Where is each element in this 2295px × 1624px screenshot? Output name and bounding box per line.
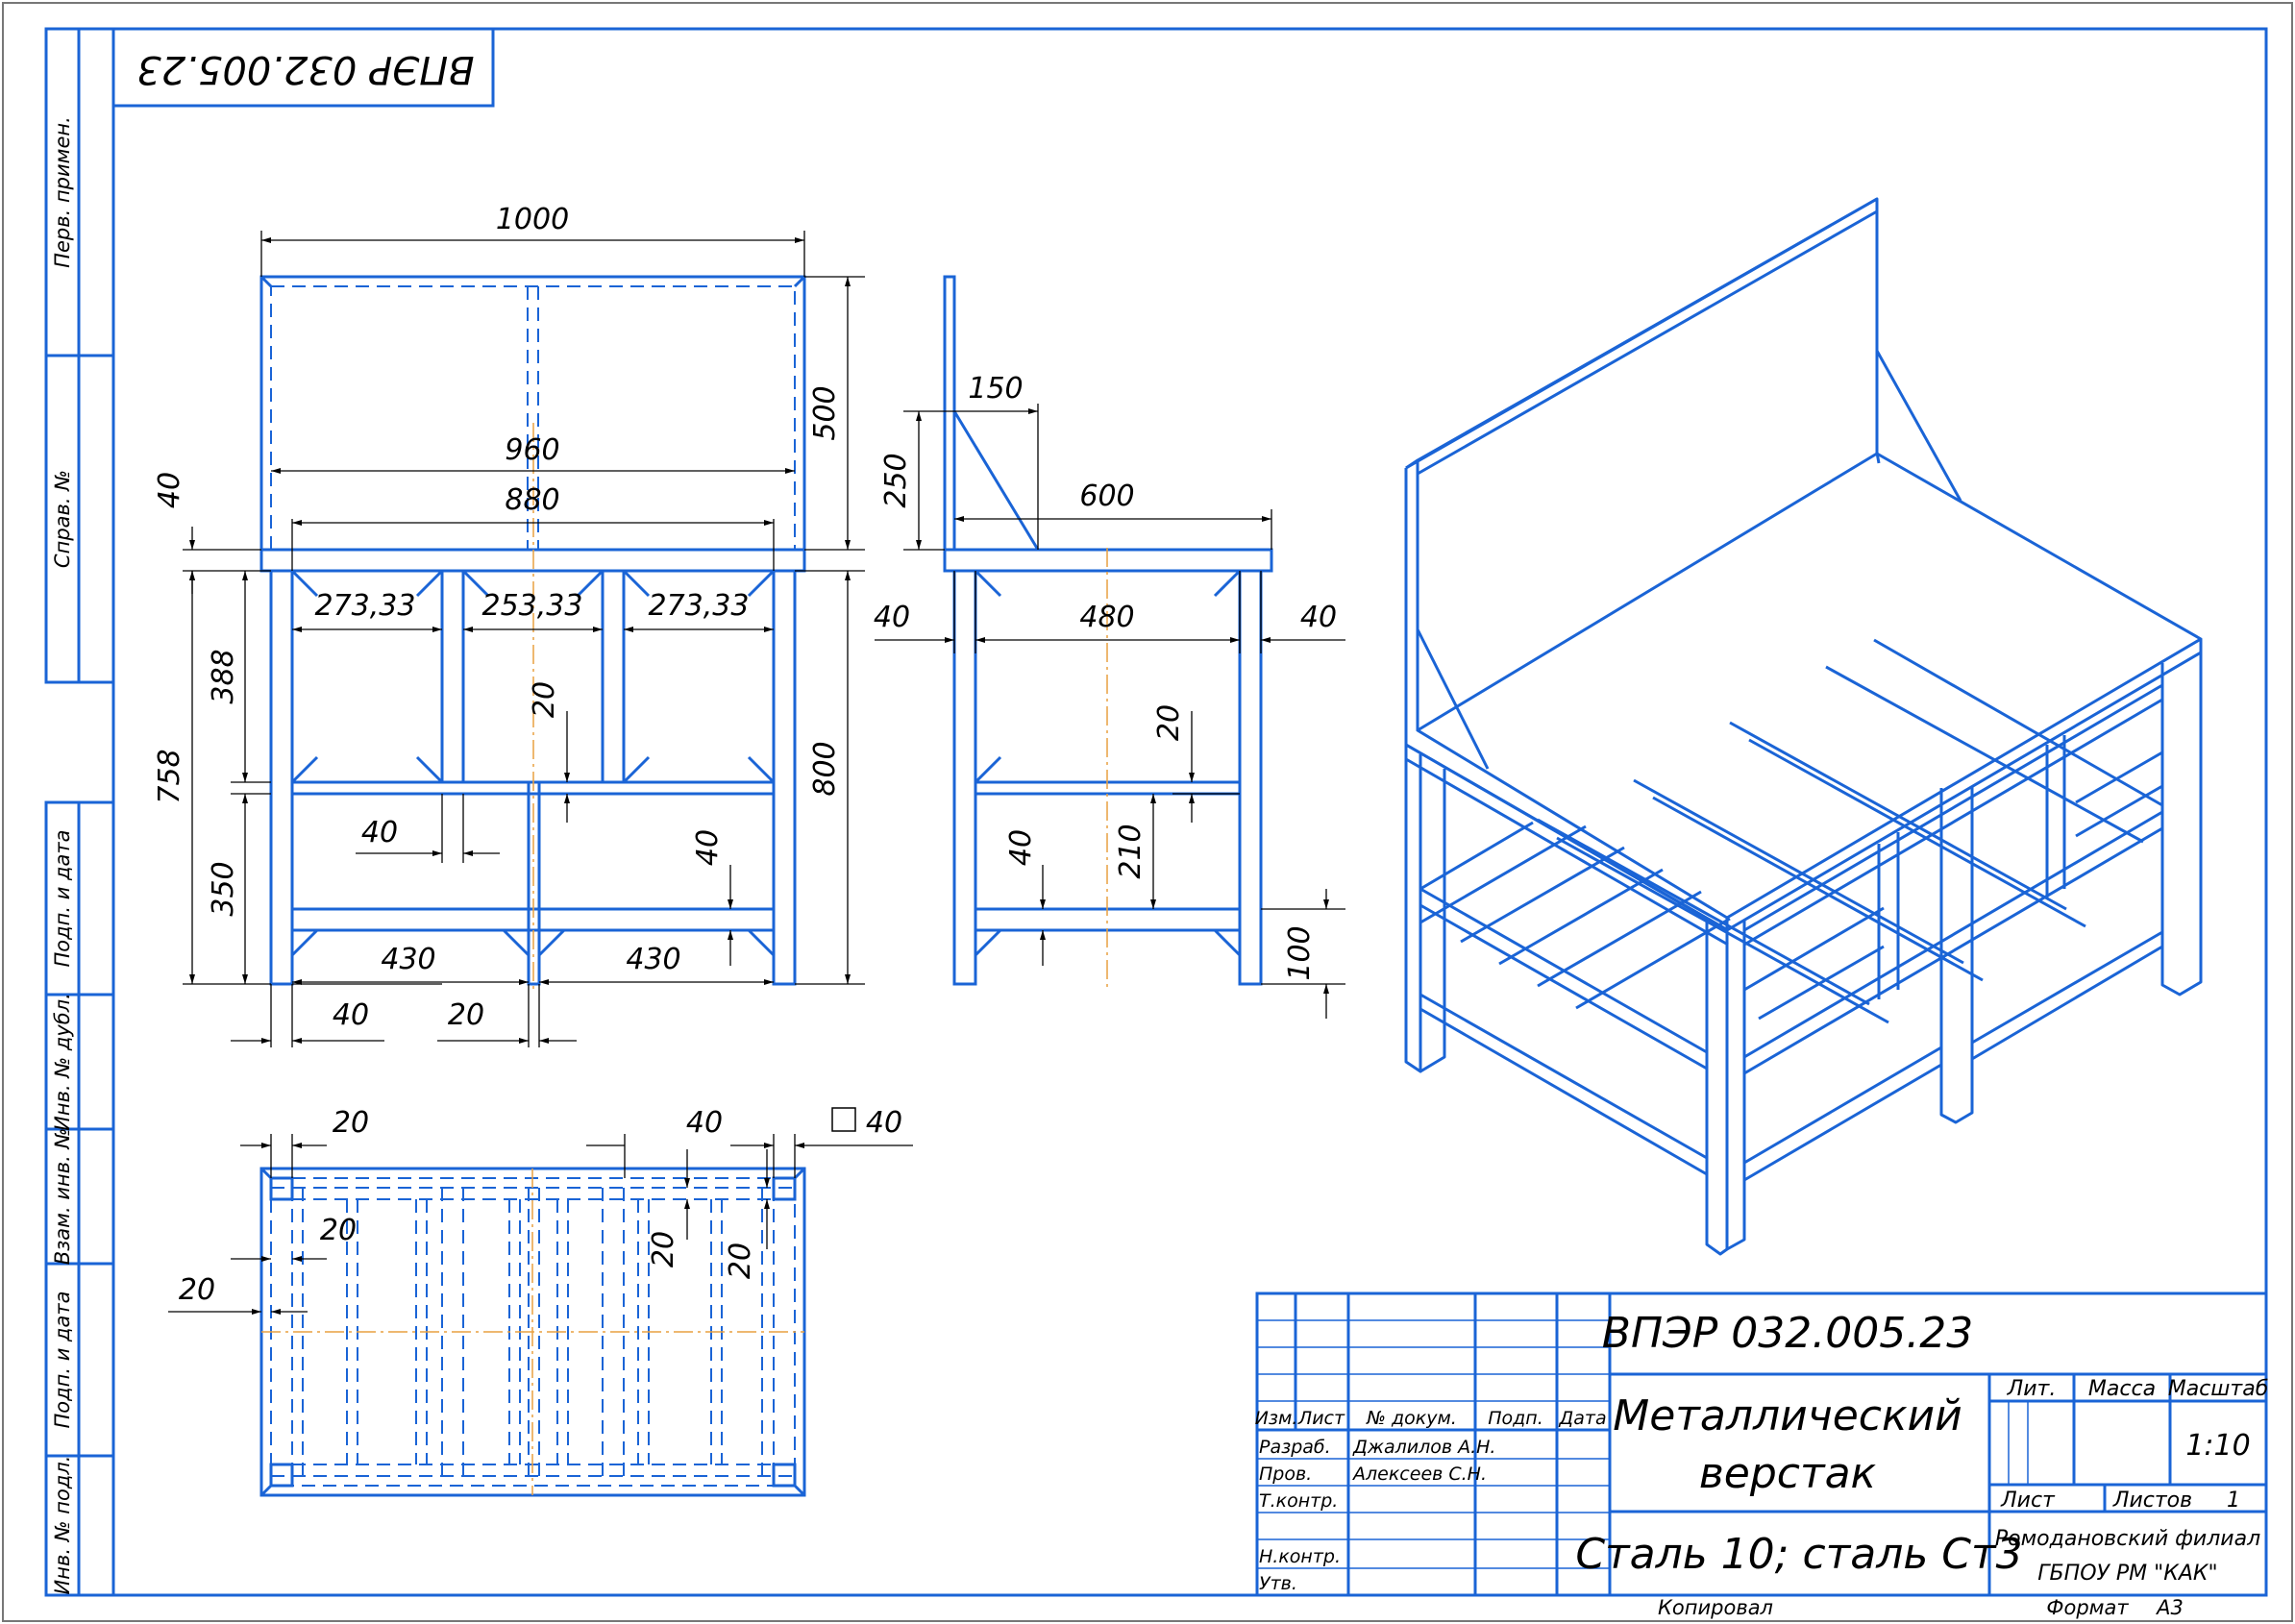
podp-data-label-1: Подп. и дата — [51, 829, 74, 967]
podp-data-label-2: Подп. и дата — [51, 1291, 74, 1428]
inv-podl-label: Инв. № подл. — [51, 1456, 74, 1595]
razrab-label: Разраб. — [1259, 1437, 1331, 1458]
dim-40-side-left: 40 — [874, 601, 910, 634]
designation-rotated-text: ВПЭР 032.005.23 — [136, 47, 474, 91]
front-view: 1000 500 960 880 40 273,33 253,33 273,33… — [153, 203, 865, 1047]
dim-480: 480 — [1079, 601, 1134, 634]
sprav-no-label: Справ. № — [51, 470, 74, 568]
title-name-line2: верстак — [1699, 1449, 1877, 1498]
dim-20-plan-left: 20 — [179, 1273, 215, 1307]
dim-388: 388 — [207, 649, 240, 703]
dim-20-bottom: 20 — [448, 998, 484, 1032]
dim-40-top: 40 — [153, 472, 186, 508]
prov-label: Пров. — [1259, 1464, 1312, 1485]
dim-150: 150 — [968, 372, 1023, 406]
izm-label: Изм. — [1255, 1408, 1298, 1429]
plan-view: 20 40 40 20 20 20 20 — [168, 1106, 913, 1497]
dim-40-bottom: 40 — [333, 998, 369, 1032]
dim-20-side: 20 — [1152, 704, 1186, 741]
dim-sq40: 40 — [866, 1106, 902, 1140]
margin-column: Перв. примен. Справ. № Подп. и дата Инв.… — [44, 27, 115, 1597]
utv-label: Утв. — [1259, 1573, 1297, 1594]
org-line2: ГБПОУ РМ "КАК" — [2037, 1562, 2217, 1586]
razrab-name: Джалилов А.Н. — [1352, 1437, 1495, 1458]
format-label: Формат — [2046, 1596, 2129, 1619]
title-material: Сталь 10; сталь Ст3 — [1575, 1530, 2022, 1579]
listov-value: 1 — [2227, 1489, 2240, 1513]
dim-500: 500 — [808, 385, 842, 440]
format-value: А3 — [2155, 1596, 2184, 1619]
dim-960: 960 — [505, 433, 559, 467]
dim-20-plan-a: 20 — [320, 1214, 357, 1247]
designation-box-rotated: ВПЭР 032.005.23 — [111, 27, 495, 108]
inv-dubl-label: Инв. № дубл. — [51, 993, 74, 1131]
dim-20-mid: 20 — [528, 681, 561, 718]
dim-430-left: 430 — [381, 943, 435, 976]
dim-253-mid: 253,33 — [482, 589, 583, 623]
nkontr-label: Н.контр. — [1259, 1546, 1341, 1567]
dim-430-right: 430 — [626, 943, 680, 976]
side-view: 150 250 600 40 480 40 20 40 210 100 — [874, 275, 1345, 1019]
prov-name: Алексеев С.Н. — [1351, 1464, 1487, 1485]
vzam-inv-label: Взам. инв. № — [51, 1128, 74, 1266]
listov-label: Листов — [2112, 1489, 2192, 1513]
dim-40-plan-top: 40 — [686, 1106, 723, 1140]
dim-40-right: 40 — [691, 829, 725, 866]
dim-40-side: 40 — [1004, 829, 1038, 866]
dim-880: 880 — [505, 483, 559, 517]
lit-label: Лит. — [2007, 1377, 2057, 1401]
dim-1000: 1000 — [496, 203, 569, 236]
perv-primen-label: Перв. примен. — [51, 116, 74, 268]
list-label: Лист — [2000, 1489, 2056, 1513]
title-name-line1: Металлический — [1613, 1391, 1962, 1440]
dim-40-side-right: 40 — [1300, 601, 1337, 634]
dim-40-mid: 40 — [361, 816, 398, 849]
dim-273-right: 273,33 — [649, 589, 750, 623]
data-label: Дата — [1558, 1408, 1606, 1429]
kopiroval-label: Копировал — [1658, 1596, 1773, 1619]
doc-no-label: № докум. — [1366, 1408, 1457, 1429]
dim-600: 600 — [1079, 480, 1134, 513]
dim-758: 758 — [153, 749, 186, 803]
dim-800: 800 — [808, 741, 842, 796]
scale-value: 1:10 — [2185, 1429, 2250, 1463]
isometric-view — [1404, 197, 2203, 1256]
dim-250: 250 — [879, 453, 913, 507]
title-block: ВПЭР 032.005.23 Металлический верстак Ст… — [1255, 1292, 2269, 1619]
dim-20-plan-c: 20 — [724, 1243, 757, 1279]
org-line1: Ромодановский филиал — [1995, 1527, 2260, 1551]
dim-100: 100 — [1283, 925, 1317, 980]
list-col-label: Лист — [1297, 1408, 1345, 1429]
dim-273-left: 273,33 — [315, 589, 416, 623]
dim-20-plan-b: 20 — [647, 1231, 680, 1267]
dim-20-plan-top: 20 — [333, 1106, 369, 1140]
podp-label: Подп. — [1488, 1408, 1543, 1429]
massa-label: Масса — [2088, 1377, 2156, 1401]
dim-350: 350 — [207, 861, 240, 916]
masshtab-label: Масштаб — [2168, 1377, 2269, 1401]
tkontr-label: Т.контр. — [1259, 1490, 1338, 1512]
dim-210: 210 — [1114, 824, 1148, 878]
title-designation: ВПЭР 032.005.23 — [1602, 1309, 1973, 1358]
